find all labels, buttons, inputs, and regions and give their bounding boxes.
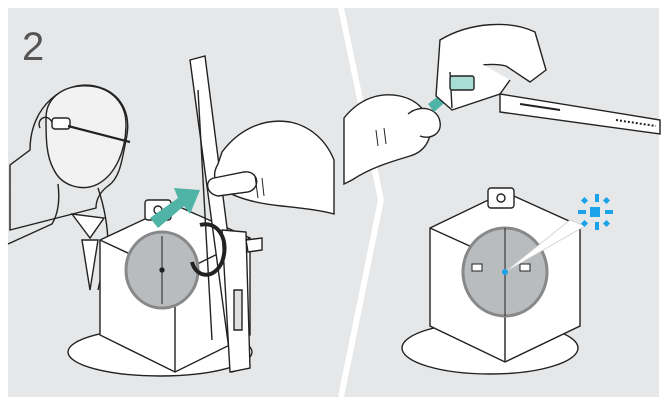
step-number: 2	[22, 25, 44, 69]
